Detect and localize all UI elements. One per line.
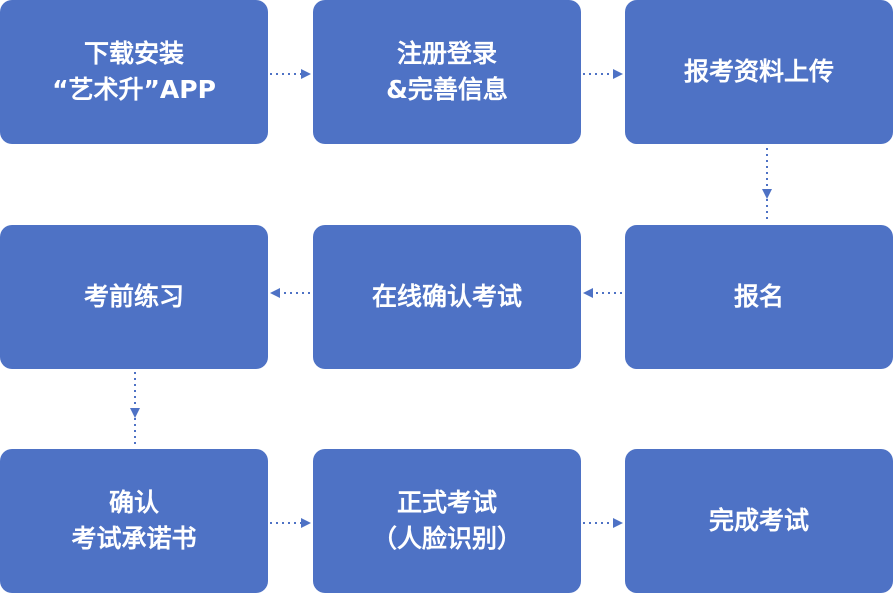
step-signup-line1: 报名 <box>733 282 784 311</box>
step-confirm-pledge: 确认 考试承诺书 <box>0 449 268 593</box>
step-register-login-line1: 注册登录 <box>396 39 497 68</box>
step-register-login: 注册登录 &完善信息 <box>313 0 581 144</box>
step-pre-exam-practice-line1: 考前练习 <box>83 282 184 311</box>
step-download-app-line1: 下载安装 <box>83 39 184 68</box>
step-signup: 报名 <box>625 225 893 369</box>
step-download-app-line2: “艺术升”APP <box>52 75 216 104</box>
step-upload-materials-line1: 报考资料上传 <box>683 57 834 86</box>
step-register-login-line2: &完善信息 <box>386 75 508 104</box>
step-formal-exam: 正式考试 （人脸识别） <box>313 449 581 593</box>
step-confirm-pledge-line2: 考试承诺书 <box>71 524 197 553</box>
step-formal-exam-line2: （人脸识别） <box>371 524 522 553</box>
step-complete-exam-line1: 完成考试 <box>708 506 809 535</box>
step-complete-exam: 完成考试 <box>625 449 893 593</box>
step-confirm-exam-online-line1: 在线确认考试 <box>371 282 522 311</box>
step-pre-exam-practice: 考前练习 <box>0 225 268 369</box>
step-formal-exam-line1: 正式考试 <box>396 488 497 517</box>
step-download-app: 下载安装 “艺术升”APP <box>0 0 268 144</box>
step-confirm-pledge-line1: 确认 <box>108 488 159 517</box>
step-upload-materials: 报考资料上传 <box>625 0 893 144</box>
step-confirm-exam-online: 在线确认考试 <box>313 225 581 369</box>
